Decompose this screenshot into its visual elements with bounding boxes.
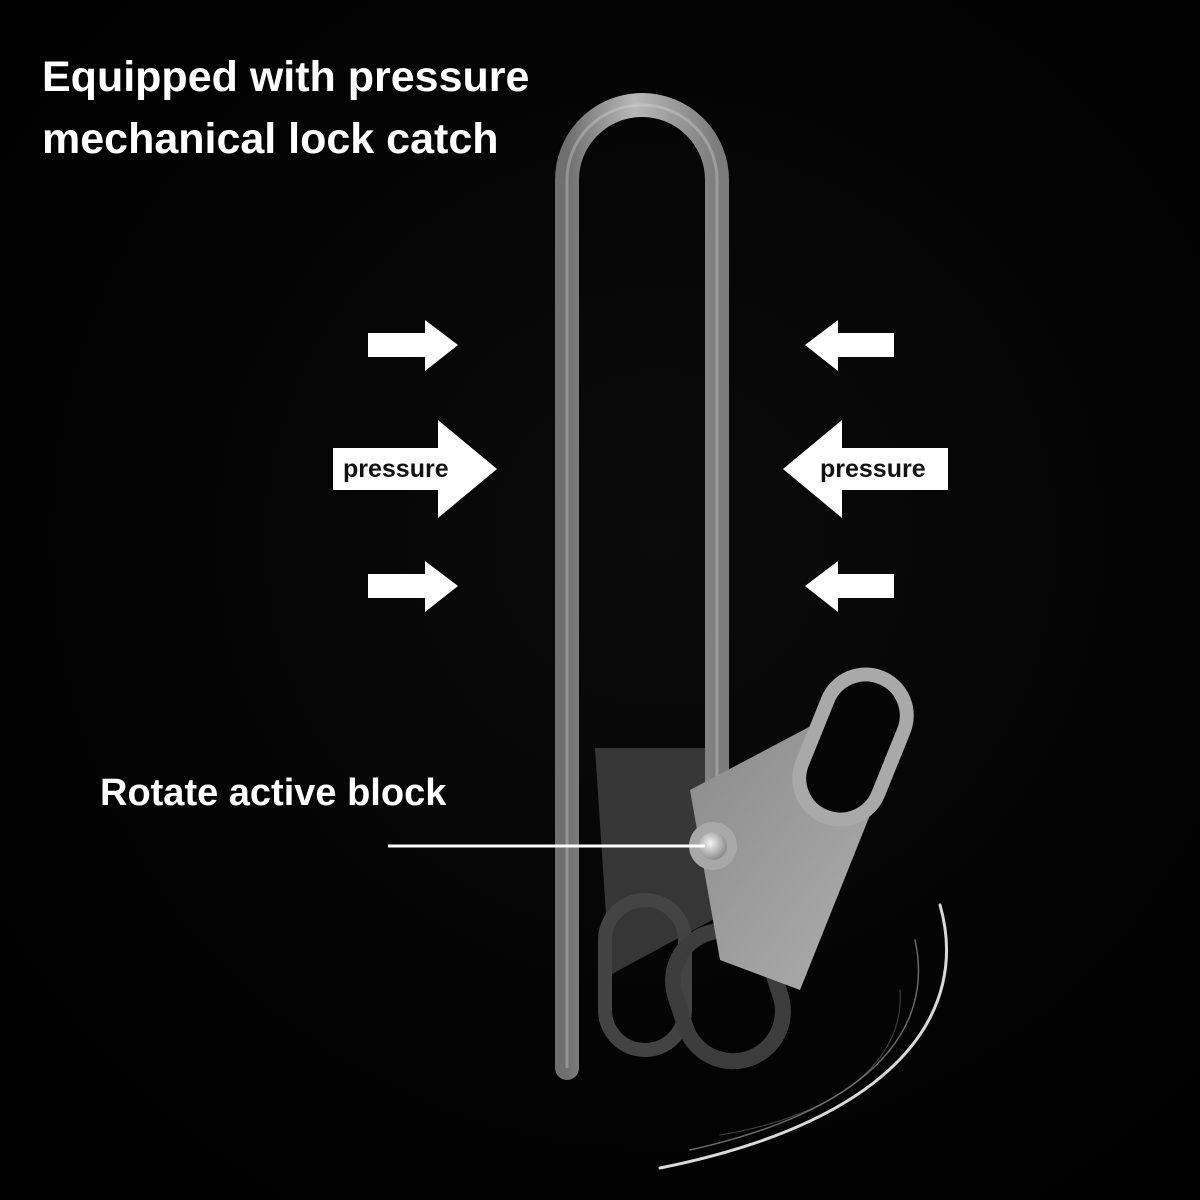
- headline: Equipped with pressure mechanical lock c…: [42, 46, 529, 170]
- arrow-left-icon: [805, 561, 894, 612]
- headline-line-2: mechanical lock catch: [42, 115, 499, 163]
- pivot-pin-icon: [689, 822, 737, 870]
- arrow-right-icon: [368, 320, 458, 371]
- arrow-left-icon: [805, 320, 894, 371]
- pressure-arrow-right: pressure: [783, 420, 948, 518]
- pressure-label-right: pressure: [820, 455, 926, 483]
- arrow-right-icon: [368, 561, 458, 612]
- headline-line-1: Equipped with pressure: [42, 53, 530, 101]
- pressure-arrow-left: pressure: [333, 420, 497, 518]
- pressure-label-left: pressure: [343, 455, 449, 483]
- rotation-motion-lines: [658, 903, 948, 1170]
- callout-label: Rotate active block: [100, 772, 447, 814]
- hook-frame: [555, 93, 729, 1080]
- active-block: [690, 667, 914, 990]
